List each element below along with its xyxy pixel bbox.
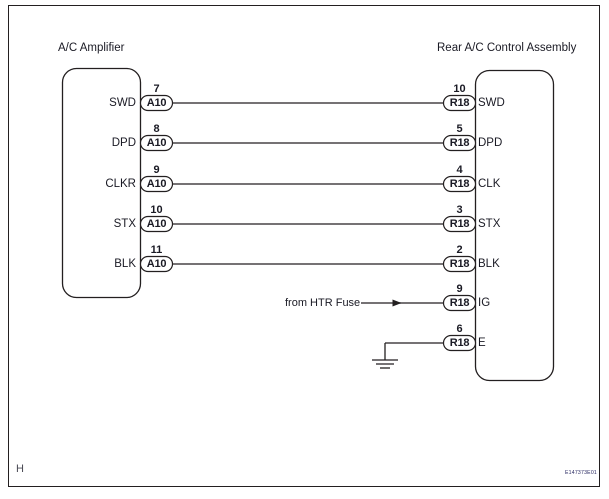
right-connector-code: R18 bbox=[449, 337, 470, 349]
left-pin-number: 8 bbox=[153, 123, 160, 135]
left-connector-code: A10 bbox=[146, 178, 167, 190]
page-corner-letter: H bbox=[16, 463, 24, 475]
left-signal-name-dpd: DPD bbox=[111, 137, 136, 149]
wire-group bbox=[172, 102, 444, 304]
right-pin-number: 3 bbox=[456, 204, 463, 216]
left-pin-number: 9 bbox=[153, 164, 160, 176]
right-pin-number: 9 bbox=[456, 283, 463, 295]
right-connector-code: R18 bbox=[449, 137, 470, 149]
right-signal-name-clk: CLK bbox=[478, 178, 501, 190]
right-pin-number: 4 bbox=[456, 164, 463, 176]
right-connector-code: R18 bbox=[449, 297, 470, 309]
figure-code: E147373E01 bbox=[564, 470, 597, 476]
right-signal-name-e: E bbox=[478, 337, 486, 349]
right-signal-name-ig: IG bbox=[478, 297, 491, 309]
left-pin-number: 10 bbox=[150, 204, 163, 216]
left-pin-number: 11 bbox=[150, 244, 163, 256]
right-connector-code: R18 bbox=[449, 218, 470, 230]
right-block-title: Rear A/C Control Assembly bbox=[437, 42, 577, 54]
left-signal-name-clkr: CLKR bbox=[105, 178, 136, 190]
left-connector-code: A10 bbox=[146, 218, 167, 230]
left-terminal-ovals bbox=[139, 94, 174, 273]
ground-branch bbox=[372, 342, 444, 369]
right-signal-name-blk: BLK bbox=[478, 258, 500, 270]
htr-fuse-label: from HTR Fuse bbox=[285, 297, 361, 309]
left-block-title: A/C Amplifier bbox=[58, 42, 125, 54]
left-signal-name-stx: STX bbox=[113, 218, 136, 230]
left-connector-code: A10 bbox=[146, 137, 167, 149]
right-connector-code: R18 bbox=[449, 258, 470, 270]
right-pin-number: 2 bbox=[456, 244, 463, 256]
left-connector-code: A10 bbox=[146, 97, 167, 109]
diagram-frame bbox=[8, 5, 600, 487]
left-pin-number: 7 bbox=[153, 83, 160, 95]
right-signal-name-stx: STX bbox=[478, 218, 501, 230]
right-pin-number: 10 bbox=[453, 83, 466, 95]
right-signal-name-swd: SWD bbox=[478, 97, 505, 109]
right-connector-code: R18 bbox=[449, 97, 470, 109]
left-signal-name-blk: BLK bbox=[114, 258, 136, 270]
right-connector-code: R18 bbox=[449, 178, 470, 190]
right-pin-number: 6 bbox=[456, 323, 463, 335]
right-pin-number: 5 bbox=[456, 123, 463, 135]
left-signal-name-swd: SWD bbox=[109, 97, 136, 109]
right-signal-name-dpd: DPD bbox=[478, 137, 503, 149]
right-terminal-ovals bbox=[442, 94, 477, 352]
left-connector-code: A10 bbox=[146, 258, 167, 270]
